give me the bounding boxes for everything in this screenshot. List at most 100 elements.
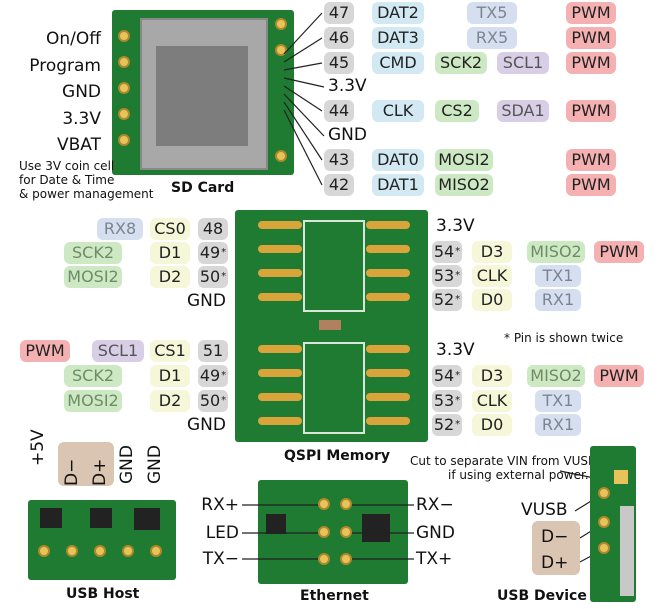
qspi-d0: D0 xyxy=(472,414,512,436)
qspi-pad xyxy=(258,221,302,229)
sd-i2c-scl1: SCL1 xyxy=(497,52,549,74)
pin-52: 52* xyxy=(432,414,462,436)
ethernet-rx-plus: RX+ xyxy=(201,495,239,515)
vusb-cut-jumper xyxy=(614,470,628,484)
qspi-pad xyxy=(366,369,410,377)
qspi-pad xyxy=(258,269,302,277)
pin-50: 50* xyxy=(198,390,228,412)
pin-46: 46 xyxy=(324,27,354,49)
qspi-gnd: GND xyxy=(187,291,226,311)
usb-host-chip xyxy=(40,508,62,528)
pin-52: 52* xyxy=(432,289,462,311)
sd-pwm: PWM xyxy=(566,52,616,74)
sd-pad xyxy=(118,108,130,120)
qspi-pad xyxy=(366,345,410,353)
vusb-cut-note: if using external power. xyxy=(448,468,589,482)
qspi-sck2: SCK2 xyxy=(64,365,122,387)
usb-host-pad xyxy=(66,545,78,557)
qspi-pad xyxy=(366,417,410,425)
ethernet-pad xyxy=(318,498,330,510)
pin-44: 44 xyxy=(324,100,354,122)
ethernet-pad xyxy=(318,553,330,565)
sd-left-label: On/Off xyxy=(46,29,101,49)
pin-49: 49* xyxy=(198,242,228,264)
pin-54-label: 54 xyxy=(433,242,455,261)
pin-53: 53* xyxy=(432,265,462,287)
usb-host-caption: USB Host xyxy=(66,586,140,602)
pin-50-label: 50 xyxy=(199,391,221,410)
qspi-pad xyxy=(258,417,302,425)
sd-gnd: GND xyxy=(328,125,367,145)
pin-49: 49* xyxy=(198,365,228,387)
pin-50-label: 50 xyxy=(199,267,221,286)
sd-pad xyxy=(118,56,130,68)
qspi-pwm: PWM xyxy=(594,365,644,387)
qspi-d3: D3 xyxy=(472,241,512,263)
qspi-3v3: 3.3V xyxy=(436,216,475,236)
sd-fn-dat0: DAT0 xyxy=(372,149,424,171)
sd-left-label: 3.3V xyxy=(62,109,101,129)
sd-fn-dat3: DAT3 xyxy=(372,27,424,49)
usb-host-board xyxy=(28,500,176,580)
pin-52-label: 52 xyxy=(433,415,455,434)
sd-pwm: PWM xyxy=(566,100,616,122)
qspi-pwm: PWM xyxy=(20,340,70,362)
qspi-d2: D2 xyxy=(150,266,190,288)
qspi-rx8: RX8 xyxy=(97,218,143,240)
sd-fn-clk: CLK xyxy=(372,100,424,122)
ethernet-chip xyxy=(266,514,286,534)
pin-54-label: 54 xyxy=(433,366,455,385)
sd-fn-dat2: DAT2 xyxy=(372,2,424,24)
qspi-3v3: 3.3V xyxy=(436,340,475,360)
ethernet-tx-plus: TX+ xyxy=(416,549,453,569)
qspi-d3: D3 xyxy=(472,365,512,387)
ethernet-pad xyxy=(318,526,330,538)
pin-53: 53* xyxy=(432,390,462,412)
sd-alt-rx5: RX5 xyxy=(467,27,517,49)
usb-device-connector xyxy=(620,506,634,596)
pin-47: 47 xyxy=(324,2,354,24)
usb-host-chip xyxy=(134,508,160,530)
sd-i2c-sda1: SDA1 xyxy=(497,100,549,122)
qspi-rx1: RX1 xyxy=(535,289,581,311)
sd-card-caption: SD Card xyxy=(171,180,235,196)
usb-device-dplus: D+ xyxy=(541,553,569,573)
qspi-clk: CLK xyxy=(472,265,512,287)
sd-pad xyxy=(118,82,130,94)
qspi-cs1: CS1 xyxy=(150,340,190,362)
qspi-pad xyxy=(366,221,410,229)
qspi-caption: QSPI Memory xyxy=(284,448,390,464)
qspi-pad xyxy=(258,393,302,401)
qspi-gnd: GND xyxy=(187,415,226,435)
usb-device-dminus: D− xyxy=(541,527,569,547)
qspi-d1: D1 xyxy=(150,242,190,264)
sd-pwm: PWM xyxy=(566,27,616,49)
sd-3v3: 3.3V xyxy=(328,76,367,96)
sd-pad xyxy=(275,44,287,56)
sd-pad xyxy=(275,18,287,30)
sd-pwm: PWM xyxy=(566,149,616,171)
qspi-pad xyxy=(258,245,302,253)
qspi-pwm: PWM xyxy=(594,241,644,263)
qspi-miso2: MISO2 xyxy=(527,241,585,263)
usb-host-pad xyxy=(38,545,50,557)
sd-left-label: VBAT xyxy=(57,135,101,155)
sd-card-slot-inner xyxy=(156,46,248,146)
pin-49-label: 49 xyxy=(199,243,221,262)
sd-pwm: PWM xyxy=(566,2,616,24)
pin-53-label: 53 xyxy=(433,266,455,285)
usb-host-pad xyxy=(94,545,106,557)
usb-host-chip xyxy=(90,508,112,528)
pin-52-label: 52 xyxy=(433,290,455,309)
sd-spi-miso2: MISO2 xyxy=(435,174,493,196)
qspi-rx1: RX1 xyxy=(535,414,581,436)
qspi-scl1: SCL1 xyxy=(92,340,144,362)
qspi-d1: D1 xyxy=(150,365,190,387)
ethernet-pad xyxy=(340,553,352,565)
pin-48: 48 xyxy=(198,218,228,240)
sd-pwm: PWM xyxy=(566,174,616,196)
qspi-pad xyxy=(366,393,410,401)
pin-43: 43 xyxy=(324,149,354,171)
